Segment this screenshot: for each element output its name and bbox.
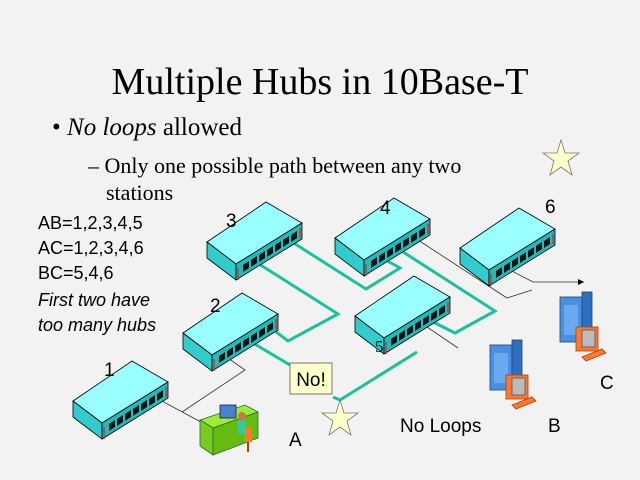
- bullet-no-loops: • No loops allowed: [52, 114, 242, 142]
- workstation-a-icon: [199, 404, 259, 456]
- hub-label-4: 4: [380, 198, 391, 219]
- station-label-b: B: [548, 416, 561, 437]
- sub-bullet: – Only one possible path between any two: [88, 153, 461, 179]
- bullet-emphasis: No loops: [67, 114, 157, 141]
- hub-2: [182, 292, 279, 372]
- bullet-text: allowed: [156, 114, 243, 141]
- note-line2: too many hubs: [38, 315, 157, 335]
- hub-label-2: 2: [210, 296, 221, 317]
- slide-title: Multiple Hubs in 10Base-T: [111, 61, 529, 103]
- path-ab: AB=1,2,3,4,5: [38, 213, 143, 233]
- computer-c-icon: [559, 291, 607, 362]
- hub-1: [72, 360, 169, 440]
- star-icon: [320, 398, 360, 437]
- hub-label-3: 3: [226, 211, 237, 232]
- note-line1: First two have: [38, 290, 151, 310]
- hub-label-5: 5: [375, 337, 384, 356]
- sub-bullet-line1: Only one possible path between any two: [104, 153, 462, 178]
- no-callout: [289, 362, 333, 395]
- no-callout-text: No!: [296, 370, 326, 391]
- hub-3: [206, 201, 303, 281]
- sub-marker: –: [88, 153, 99, 178]
- arrow-head-icon: [578, 279, 584, 285]
- hub-6: [459, 207, 556, 287]
- sub-bullet-line2: stations: [106, 180, 174, 205]
- station-label-a: A: [289, 430, 302, 451]
- path-bc: BC=5,4,6: [38, 263, 114, 283]
- path-ac: AC=1,2,3,4,6: [38, 238, 144, 258]
- bullet-marker: •: [52, 114, 61, 141]
- station-label-c: C: [600, 373, 614, 394]
- star-icon: [541, 138, 581, 177]
- hub-label-6: 6: [545, 197, 556, 218]
- computer-b-icon: [489, 339, 537, 410]
- hub-label-1: 1: [104, 360, 115, 381]
- no-loops-label: No Loops: [400, 416, 481, 437]
